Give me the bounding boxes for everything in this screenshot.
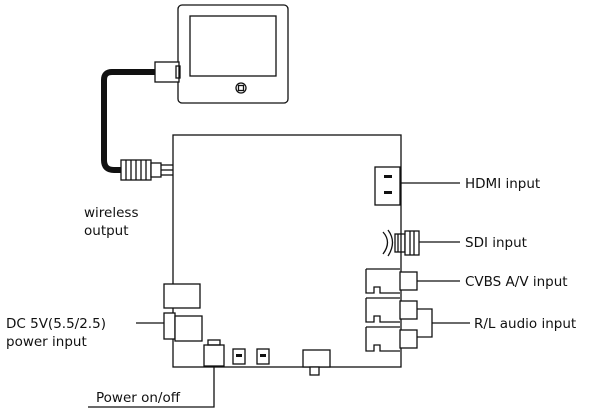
main-board [172,134,402,368]
small-component-1 [232,348,246,365]
audio-r-jack [365,297,418,323]
dc-power-label-line2: power input [6,334,87,350]
small-component-2 [256,348,270,365]
left-component-block [163,283,201,309]
wireless-output-label-line1: wireless [84,205,138,221]
sdi-input-label: SDI input [465,235,527,251]
power-switch-leader-line [88,366,215,408]
power-on-off-label: Power on/off [96,390,181,406]
bottom-connector [302,349,331,376]
rl-audio-input-label: R/L audio input [474,316,576,332]
audio-l-jack [365,326,418,352]
hdmi-input-label: HDMI input [465,176,540,192]
cvbs-input-label: CVBS A/V input [465,274,568,290]
audio-bracket-line [417,308,470,338]
monitor-display [177,4,289,104]
dc-power-jack [163,312,203,342]
cvbs-jack [365,268,418,294]
wireless-output-label-line2: output [84,223,129,239]
wireless-cable [101,61,181,173]
wireless-output-connector [120,159,173,181]
dc-power-label-line1: DC 5V(5.5/2.5) [6,316,106,332]
hdmi-port [374,166,401,206]
sdi-bnc-port [382,229,420,257]
